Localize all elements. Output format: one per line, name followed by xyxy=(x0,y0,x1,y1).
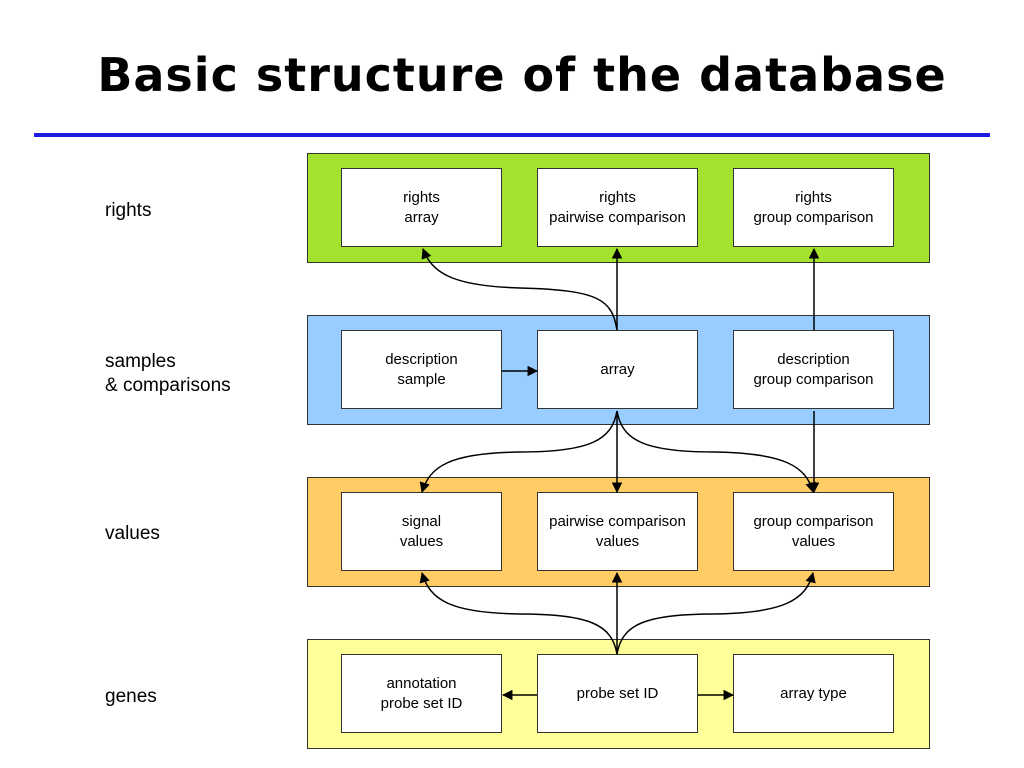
node-probe-set-id[interactable]: probe set ID xyxy=(537,654,698,733)
edge-probe-to-group-values xyxy=(616,571,816,655)
node-rights-group-comparison[interactable]: rights group comparison xyxy=(733,168,894,247)
edge-array-to-group-values xyxy=(616,410,816,494)
node-annotation-probe-set-id[interactable]: annotation probe set ID xyxy=(341,654,502,733)
row-label-values: values xyxy=(105,523,160,544)
title-divider xyxy=(34,133,990,137)
node-description-group-comparison[interactable]: description group comparison xyxy=(733,330,894,409)
row-label-rights: rights xyxy=(105,200,152,221)
node-description-sample[interactable]: description sample xyxy=(341,330,502,409)
node-rights-array[interactable]: rights array xyxy=(341,168,502,247)
page-title: Basic structure of the database xyxy=(97,48,947,102)
node-group-comparison-values[interactable]: group comparison values xyxy=(733,492,894,571)
edge-probe-to-signal xyxy=(419,571,618,655)
node-pairwise-comparison-values[interactable]: pairwise comparison values xyxy=(537,492,698,571)
node-array[interactable]: array xyxy=(537,330,698,409)
row-label-genes: genes xyxy=(105,686,157,707)
node-array-type[interactable]: array type xyxy=(733,654,894,733)
row-label-samples: samples & comparisons xyxy=(105,351,231,396)
node-signal-values[interactable]: signal values xyxy=(341,492,502,571)
node-rights-pairwise-comparison[interactable]: rights pairwise comparison xyxy=(537,168,698,247)
edge-array-to-rights-array xyxy=(421,248,618,331)
edge-array-to-signal xyxy=(419,410,618,494)
